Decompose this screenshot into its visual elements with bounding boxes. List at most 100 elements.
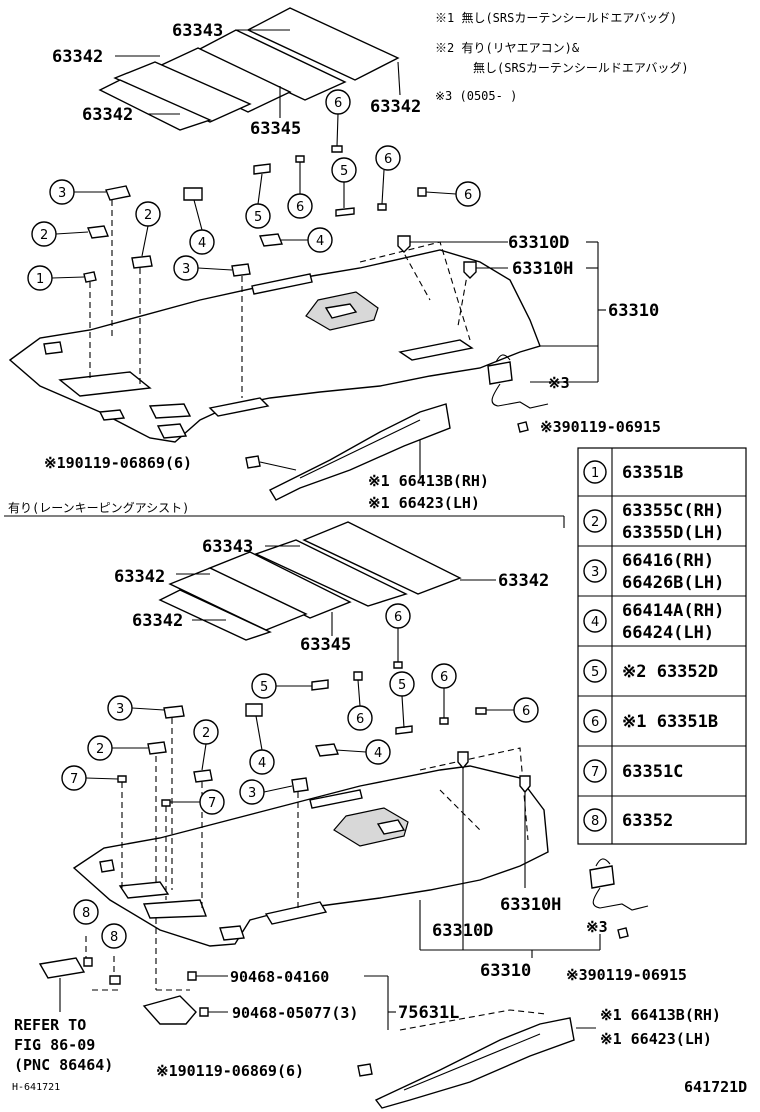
bottom-label-s1-rh: ※1 66413B(RH) [600, 1006, 721, 1024]
legend-num: 2 [591, 515, 599, 530]
section-label: 有り(レーンキーピングアシスト) [8, 501, 189, 515]
callout-6: 6 [522, 704, 530, 719]
legend-row-2: 2 63355C(RH) 63355D(LH) [583, 501, 724, 543]
insulator-pads-bottom [158, 521, 462, 641]
legend-num: 7 [591, 765, 599, 780]
legend-part: 63355D(LH) [622, 523, 724, 543]
legend-num: 8 [591, 814, 599, 829]
top-section: 63343 63342 63342 63345 63342 [8, 7, 661, 512]
footer-right-code: 641721D [684, 1078, 747, 1096]
legend-part: 63351B [622, 463, 683, 483]
note-3: ※3 (0505- ) [435, 89, 517, 103]
bottom-label-63342-c: 63342 [498, 571, 549, 591]
clips-top [397, 235, 606, 382]
small-pads-bottom [117, 661, 487, 807]
callout-4: 4 [316, 234, 324, 249]
pad-63342-mid [113, 61, 252, 123]
legend-row-5: 5 ※2 63352D [583, 659, 718, 683]
pad-63342-left [98, 79, 212, 131]
pad-63342-right [246, 7, 400, 81]
callout-4: 4 [374, 746, 382, 761]
refer-line-1: REFER TO [14, 1016, 86, 1034]
sensor-assembly [38, 936, 121, 1012]
legend-num: 1 [591, 466, 599, 481]
legend-num: 3 [591, 565, 599, 580]
legend-row-7: 7 63351C [583, 759, 683, 783]
bottom-label-s1-clip: ※190119-06869(6) [156, 1062, 304, 1080]
callout-4: 4 [258, 756, 266, 771]
callout-7: 7 [70, 772, 78, 787]
refer-line-3: (PNC 86464) [14, 1056, 113, 1074]
callout-8: 8 [110, 930, 118, 945]
note-2a: ※2 有り(リヤエアコン)& [435, 41, 580, 55]
callout-6: 6 [464, 188, 472, 203]
legend-num: 4 [591, 615, 599, 630]
top-label-s1-clip: ※190119-06869(6) [44, 454, 192, 472]
callout-5: 5 [260, 680, 268, 695]
callout-6: 6 [296, 200, 304, 215]
refer-line-2: FIG 86-09 [14, 1036, 95, 1054]
top-label-s3-bolt: ※390119-06915 [540, 418, 661, 436]
legend-part: 66416(RH) [622, 551, 714, 571]
camera-bracket [142, 918, 396, 1030]
small-pads-top [83, 145, 427, 283]
insulator-pads-top [98, 7, 400, 131]
bottom-label-75631L: 75631L [398, 1003, 459, 1023]
headliner-top [8, 249, 541, 443]
top-label-63310H: 63310H [512, 259, 573, 279]
bottom-label-63342-b: 63342 [132, 611, 183, 631]
bottom-label-s1-lh: ※1 66423(LH) [600, 1030, 712, 1048]
top-label-63345: 63345 [250, 119, 301, 139]
top-label-63342-a: 63342 [52, 47, 103, 67]
bottom-label-63345: 63345 [300, 635, 351, 655]
bottom-section: 63343 63342 63342 63345 63342 [14, 521, 721, 1109]
callout-3: 3 [58, 186, 66, 201]
headliner-bottom [72, 765, 549, 947]
callout-1: 1 [36, 272, 44, 287]
bottom-label-90468-a: 90468-04160 [230, 968, 329, 986]
legend-part: 66424(LH) [622, 623, 714, 643]
legend-row-1: 1 63351B [583, 460, 683, 484]
legend-row-3: 3 66416(RH) 66426B(LH) [583, 551, 724, 593]
callout-6: 6 [440, 670, 448, 685]
top-label-63343: 63343 [172, 21, 223, 41]
top-label-63342-b: 63342 [82, 105, 133, 125]
pad-leaders-bottom [176, 545, 496, 636]
section-divider: 有り(レーンキーピングアシスト) [4, 501, 565, 528]
callout-5: 5 [398, 678, 406, 693]
trim-strip-bottom [357, 1009, 596, 1109]
legend-part: 66414A(RH) [622, 601, 724, 621]
pad-63345 [153, 47, 292, 113]
legend-row-4: 4 66414A(RH) 66424(LH) [583, 601, 724, 643]
callout-2: 2 [202, 726, 210, 741]
top-label-s1-lh: ※1 66423(LH) [368, 494, 480, 512]
bottom-label-63310: 63310 [480, 961, 531, 981]
footer-left-code: H-641721 [12, 1082, 60, 1093]
pad-63343 [196, 29, 347, 101]
notes-block: ※1 無し(SRSカーテンシールドエアバッグ) ※2 有り(リヤエアコン)& 無… [435, 10, 689, 103]
callout-5: 5 [340, 164, 348, 179]
callout-5: 5 [254, 210, 262, 225]
bottom-label-63310H: 63310H [500, 895, 561, 915]
pad-leaders-top [115, 29, 401, 118]
legend-num: 6 [591, 715, 599, 730]
legend-part: 66426B(LH) [622, 573, 724, 593]
callout-2: 2 [40, 228, 48, 243]
clips-bottom [419, 751, 601, 958]
callouts-bottom: 3 2 7 2 7 4 3 5 6 4 6 5 6 6 8 8 [61, 603, 539, 949]
bottom-label-s3: ※3 [586, 918, 608, 936]
bottom-label-63342-a: 63342 [114, 567, 165, 587]
lamp-assembly-bottom [589, 858, 649, 939]
callout-3: 3 [248, 786, 256, 801]
top-label-63310D: 63310D [508, 233, 569, 253]
callout-7: 7 [208, 796, 216, 811]
callout-6: 6 [356, 712, 364, 727]
callout-4: 4 [198, 236, 206, 251]
note-1: ※1 無し(SRSカーテンシールドエアバッグ) [435, 10, 677, 25]
bottom-label-63310D: 63310D [432, 921, 493, 941]
legend-part: ※2 63352D [622, 662, 718, 682]
bottom-label-63343: 63343 [202, 537, 253, 557]
callout-6: 6 [394, 610, 402, 625]
lamp-assembly-top [487, 354, 598, 433]
legend-part: ※1 63351B [622, 712, 718, 732]
